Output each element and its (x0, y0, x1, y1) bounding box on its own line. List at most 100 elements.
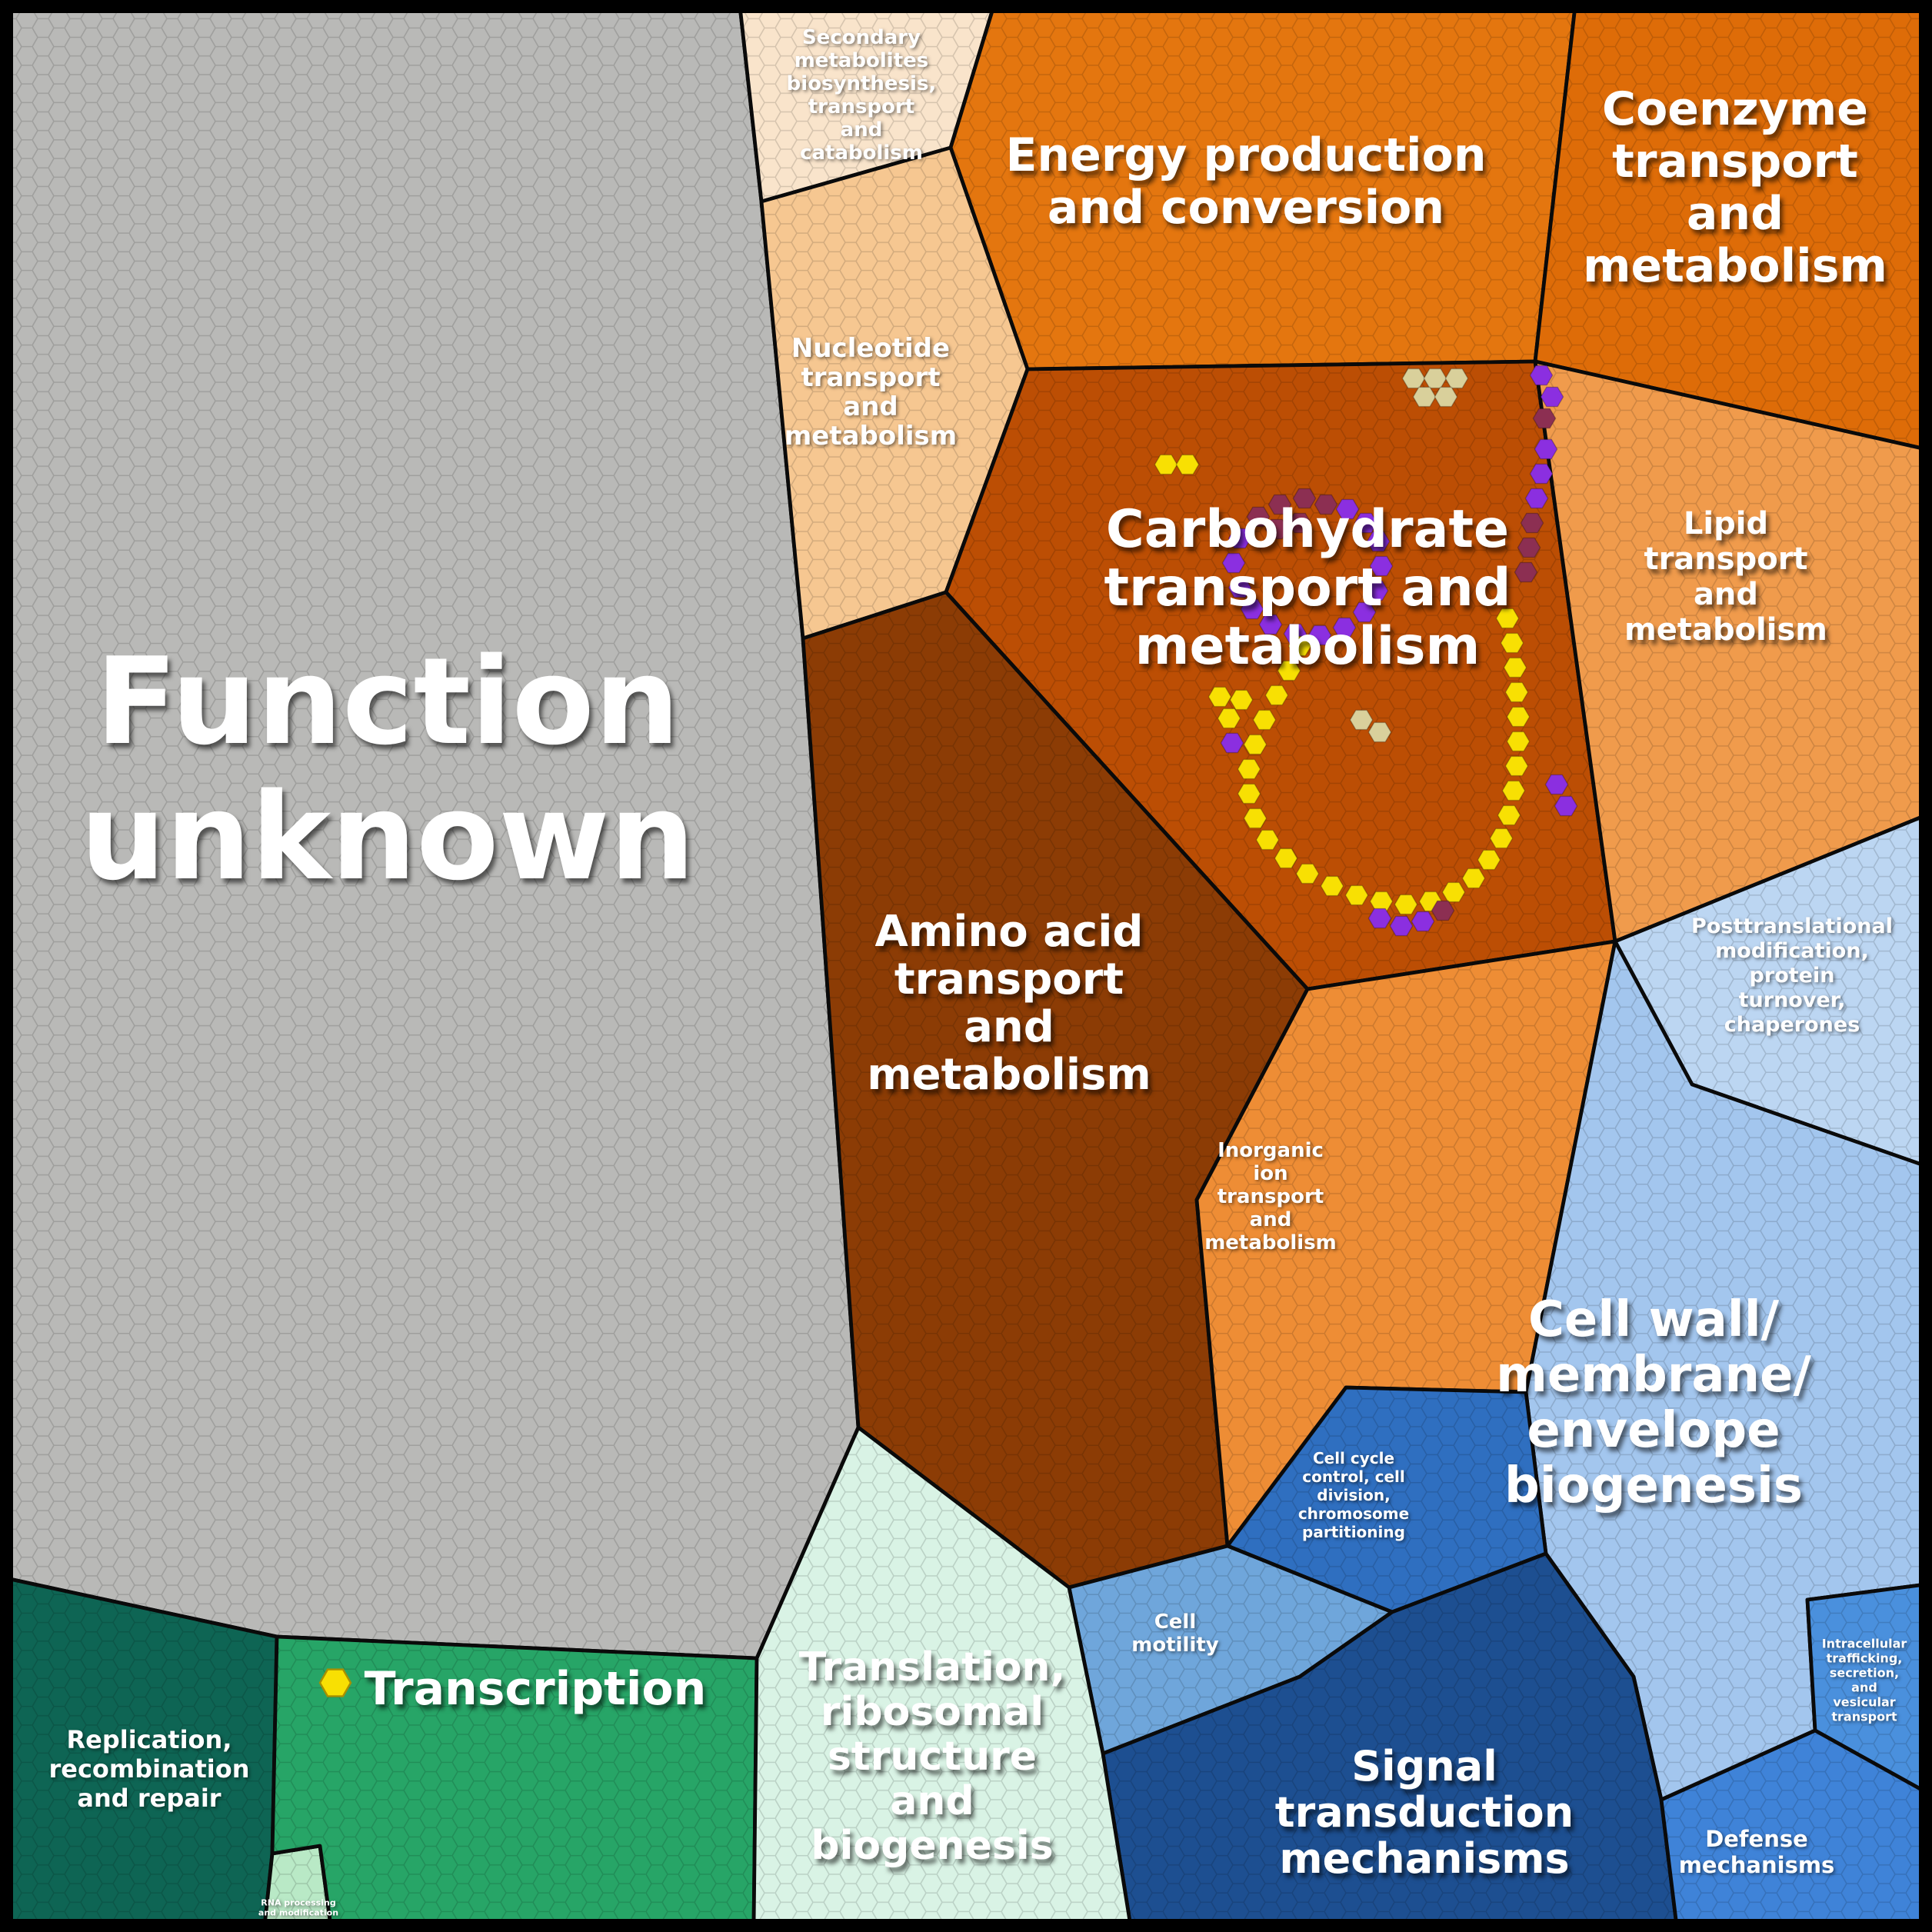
highlighted-gene-hexagon[interactable] (1412, 386, 1437, 408)
highlighted-gene-hexagon[interactable] (1307, 625, 1332, 646)
highlighted-gene-hexagon[interactable] (1154, 454, 1178, 475)
highlighted-gene-hexagon[interactable] (1503, 657, 1527, 678)
secondary-metabolites-label-line: catabolism (800, 142, 923, 165)
highlighted-gene-hexagon[interactable] (1292, 488, 1317, 509)
highlighted-gene-hexagon[interactable] (1364, 580, 1389, 601)
highlighted-gene-hexagon[interactable] (1320, 875, 1344, 897)
highlighted-gene-hexagon[interactable] (1367, 908, 1392, 929)
highlighted-gene-hexagon[interactable] (1495, 608, 1520, 629)
highlighted-gene-hexagon[interactable] (1367, 721, 1392, 743)
highlighted-gene-hexagon[interactable] (1335, 498, 1360, 520)
highlighted-gene-hexagon[interactable] (1506, 731, 1531, 752)
highlighted-gene-hexagon[interactable] (1444, 368, 1469, 389)
intracellular-trafficking-label-line: trafficking, (1827, 1651, 1903, 1665)
highlighted-gene-hexagon[interactable] (1344, 884, 1369, 906)
highlighted-gene-hexagon[interactable] (1366, 531, 1391, 552)
highlighted-gene-hexagon[interactable] (1217, 708, 1241, 729)
highlighted-gene-hexagon[interactable] (1295, 863, 1320, 884)
nucleotide-transport-label-line: transport (801, 362, 940, 393)
highlighted-gene-hexagon[interactable] (1314, 494, 1338, 515)
highlighted-gene-hexagon[interactable] (1411, 911, 1435, 932)
highlighted-gene-hexagon[interactable] (1477, 849, 1501, 871)
highlighted-gene-hexagon[interactable] (1369, 555, 1394, 577)
cell-wall-membrane-label-line: membrane/ (1496, 1347, 1811, 1404)
intracellular-trafficking-label-line: secretion, (1830, 1665, 1899, 1680)
secondary-metabolites-label-line: Secondary (802, 26, 921, 49)
highlighted-gene-hexagon[interactable] (1461, 868, 1486, 889)
highlighted-gene-hexagon[interactable] (1532, 408, 1557, 429)
highlighted-gene-hexagon[interactable] (1504, 755, 1529, 777)
nucleotide-transport-label-line: metabolism (784, 421, 957, 451)
cell-wall-membrane-label-line: envelope (1527, 1402, 1780, 1459)
translation-ribosomal-label-line: and (890, 1778, 974, 1824)
highlighted-gene-hexagon[interactable] (1534, 438, 1558, 460)
highlighted-gene-hexagon[interactable] (1255, 829, 1280, 851)
cell-motility-label-line: Cell (1154, 1611, 1197, 1634)
highlighted-gene-hexagon[interactable] (1529, 365, 1554, 386)
highlighted-gene-hexagon[interactable] (1208, 686, 1232, 708)
highlighted-gene-hexagon[interactable] (1544, 774, 1569, 795)
highlighted-gene-hexagon[interactable] (1517, 537, 1541, 558)
highlighted-gene-hexagon[interactable] (1332, 617, 1357, 638)
highlighted-gene-hexagon[interactable] (1267, 494, 1292, 515)
highlighted-gene-hexagon[interactable] (1277, 660, 1301, 681)
cell-cycle-control-label-line: chromosome (1298, 1504, 1409, 1523)
highlighted-gene-hexagon[interactable] (1369, 891, 1394, 912)
highlighted-gene-hexagon[interactable] (1497, 804, 1521, 826)
highlighted-gene-hexagon[interactable] (1243, 734, 1267, 755)
highlighted-gene-hexagon[interactable] (1287, 635, 1312, 657)
highlighted-gene-hexagon[interactable] (1352, 601, 1377, 623)
highlighted-gene-hexagon[interactable] (1237, 783, 1261, 804)
amino-acid-transport-label-line: and (964, 1002, 1054, 1052)
highlighted-gene-hexagon[interactable] (1540, 386, 1564, 408)
highlighted-gene-hexagon[interactable] (1227, 577, 1252, 598)
highlighted-gene-hexagon[interactable] (1506, 706, 1531, 728)
nucleotide-transport-label-line: Nucleotide (791, 333, 950, 364)
highlighted-gene-hexagon[interactable] (1243, 808, 1267, 829)
highlighted-gene-hexagon[interactable] (1354, 512, 1378, 534)
highlighted-gene-hexagon[interactable] (1441, 881, 1466, 903)
highlighted-gene-hexagon[interactable] (1500, 632, 1524, 654)
highlighted-gene-hexagon[interactable] (1240, 598, 1264, 620)
highlighted-gene-hexagon[interactable] (1504, 681, 1529, 703)
transcription-marker-hexagon[interactable] (318, 1668, 352, 1697)
highlighted-gene-hexagon[interactable] (1434, 386, 1458, 408)
highlighted-gene-hexagon[interactable] (1501, 780, 1526, 801)
highlighted-gene-hexagon[interactable] (1246, 506, 1271, 528)
highlighted-gene-hexagon[interactable] (1514, 561, 1538, 583)
highlighted-gene-hexagon[interactable] (1175, 454, 1200, 475)
highlighted-gene-hexagon[interactable] (1264, 518, 1289, 540)
lipid-transport-label-line: and (1694, 577, 1758, 612)
highlighted-gene-hexagon[interactable] (1431, 900, 1455, 921)
highlighted-gene-hexagon[interactable] (1287, 512, 1312, 534)
highlighted-gene-hexagon[interactable] (1227, 528, 1252, 549)
highlighted-gene-hexagon[interactable] (1529, 463, 1554, 485)
highlighted-gene-hexagon[interactable] (1220, 732, 1244, 754)
highlighted-gene-hexagon[interactable] (1274, 848, 1298, 869)
highlighted-gene-hexagon[interactable] (1520, 512, 1544, 534)
highlighted-gene-hexagon[interactable] (1489, 828, 1514, 849)
translation-ribosomal-label-line: structure (828, 1734, 1037, 1780)
translation-ribosomal-label-line: Translation, (799, 1644, 1066, 1690)
highlighted-gene-hexagon[interactable] (1229, 689, 1254, 711)
highlighted-gene-hexagon[interactable] (1258, 614, 1283, 635)
translation-ribosomal-label-line: ribosomal (821, 1689, 1044, 1735)
highlighted-gene-hexagon[interactable] (1252, 709, 1277, 731)
highlighted-gene-hexagon[interactable] (1349, 709, 1374, 731)
highlighted-gene-hexagon[interactable] (1389, 915, 1414, 937)
replication-recombination-label-line: recombination (48, 1754, 249, 1784)
highlighted-gene-hexagon[interactable] (1237, 758, 1261, 780)
highlighted-gene-hexagon[interactable] (1524, 488, 1549, 509)
highlighted-gene-hexagon[interactable] (1394, 894, 1418, 915)
highlighted-gene-hexagon[interactable] (1423, 368, 1447, 389)
highlighted-gene-hexagon[interactable] (1401, 368, 1426, 389)
function-unknown-label-line: unknown (80, 767, 695, 907)
cell-cycle-control-label-line: division, (1317, 1486, 1390, 1504)
highlighted-gene-hexagon[interactable] (1264, 685, 1289, 706)
highlighted-gene-hexagon[interactable] (1221, 552, 1246, 574)
highlighted-gene-hexagon[interactable] (1554, 795, 1578, 817)
inorganic-ion-transport-label-line: and (1250, 1208, 1292, 1231)
